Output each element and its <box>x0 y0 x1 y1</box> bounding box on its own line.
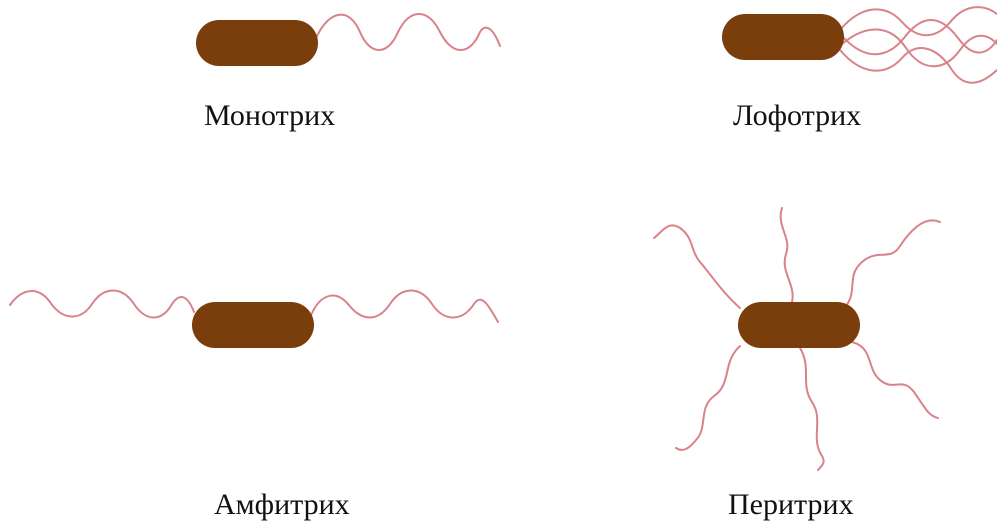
lophotrich-bacterium <box>722 7 997 83</box>
peritrich-flagellum-4 <box>676 346 740 450</box>
amphitrich-flagellum-right <box>310 291 498 323</box>
peritrich-flagellum-3 <box>846 220 940 306</box>
amphitrich-bacterium <box>10 291 498 349</box>
amphitrich-label: Амфитрих <box>214 490 350 520</box>
peritrich-cell-body <box>738 302 860 348</box>
peritrich-label: Перитрих <box>728 490 854 520</box>
peritrich-flagellum-6 <box>852 342 938 418</box>
lophotrich-cell-body <box>722 14 844 60</box>
lophotrich-flagellum-4 <box>840 48 997 83</box>
amphitrich-cell-body <box>192 302 314 348</box>
monotrich-bacterium <box>196 14 500 66</box>
peritrich-flagellum-2 <box>781 208 793 302</box>
peritrich-flagellum-1 <box>654 225 740 308</box>
amphitrich-flagellum-left <box>10 291 194 318</box>
monotrich-label: Монотрих <box>204 101 335 131</box>
lophotrich-label: Лофотрих <box>733 101 861 131</box>
peritrich-bacterium <box>654 208 940 470</box>
monotrich-flagellum <box>316 14 500 50</box>
monotrich-cell-body <box>196 20 318 66</box>
peritrich-flagellum-5 <box>800 348 824 470</box>
